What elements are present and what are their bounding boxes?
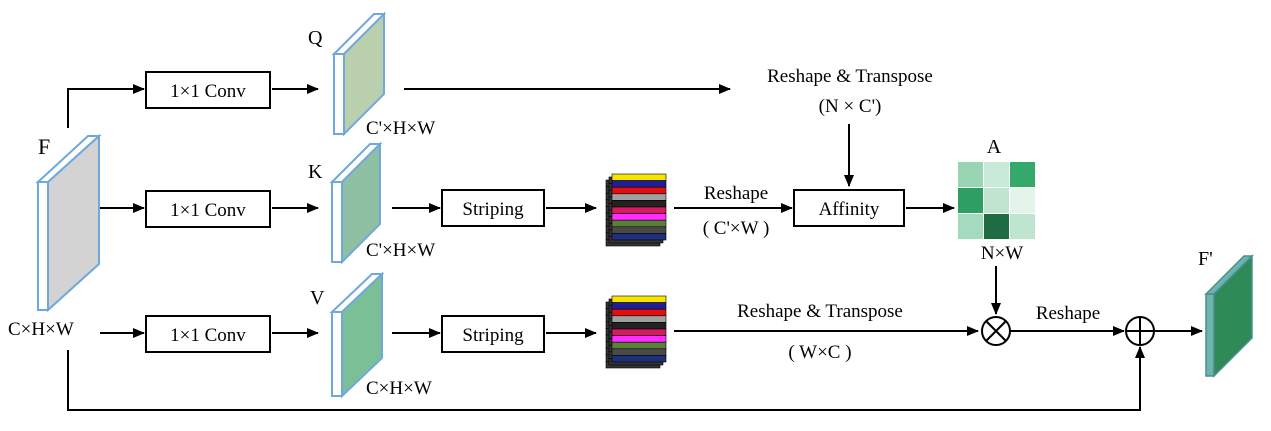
conv-q-label: 1×1 Conv — [170, 81, 246, 102]
stripe — [611, 308, 667, 317]
reshape-out-label: Reshape — [1036, 303, 1100, 324]
striping-v-box — [441, 315, 545, 353]
reshape-transpose-v-label: Reshape & Transpose — [737, 301, 903, 322]
affinity-box — [793, 189, 905, 227]
f-side — [37, 181, 49, 311]
conv-q-box — [145, 71, 271, 109]
stripe — [611, 322, 667, 330]
k-dims-label: C'×H×W — [366, 240, 435, 261]
reshape-transpose-v-dims: ( W×C ) — [788, 342, 851, 363]
feature-map-v — [329, 271, 385, 399]
conv-v-label: 1×1 Conv — [170, 325, 246, 346]
stripe — [611, 213, 667, 221]
conv-k-box — [145, 190, 271, 228]
feature-map-f-out — [1204, 254, 1254, 378]
f-out-label: F' — [1198, 248, 1213, 270]
stripe — [611, 315, 667, 323]
stripe — [611, 233, 667, 241]
striping-k-label: Striping — [462, 199, 524, 220]
feature-map-q — [331, 11, 387, 137]
k-label: K — [308, 161, 323, 183]
striping-k-box — [441, 189, 545, 227]
affinity-cell — [984, 162, 1009, 187]
reshape-transpose-top-label: Reshape & Transpose — [767, 66, 933, 87]
affinity-cell — [958, 162, 983, 187]
conv-k-label: 1×1 Conv — [170, 200, 246, 221]
stripes-k — [605, 173, 667, 247]
stripe — [611, 302, 667, 310]
a-label: A — [987, 136, 1002, 158]
f-front — [47, 133, 100, 313]
stripes-v — [605, 295, 667, 369]
affinity-matrix — [958, 162, 1035, 239]
stripe — [611, 206, 667, 214]
affinity-cell — [1010, 188, 1035, 213]
stripe — [611, 186, 667, 195]
stripe — [611, 335, 667, 343]
reshape-k-dims: ( C'×W ) — [703, 218, 770, 239]
affinity-cell — [1010, 162, 1035, 187]
stripe — [611, 355, 667, 363]
affinity-cell — [958, 214, 983, 239]
a-dims-label: N×W — [981, 243, 1023, 264]
stripe — [611, 193, 667, 201]
f-to-conv-q-arrow — [67, 84, 145, 128]
feature-map-f — [35, 133, 102, 313]
affinity-cell — [958, 188, 983, 213]
affinity-cell — [984, 188, 1009, 213]
circled-plus-icon — [1125, 316, 1155, 346]
q-dims-label: C'×H×W — [366, 118, 435, 139]
affinity-label: Affinity — [819, 199, 880, 220]
residual-arrow — [67, 346, 1145, 411]
stripe — [611, 348, 667, 356]
stripe — [611, 219, 667, 228]
circled-times-icon — [981, 316, 1011, 346]
v-dims-label: C×H×W — [366, 378, 432, 399]
v-label: V — [310, 287, 325, 309]
f-dims-label: C×H×W — [8, 319, 74, 340]
f-label: F — [38, 134, 50, 159]
stripe — [611, 200, 667, 208]
stripe — [611, 341, 667, 350]
stripe — [611, 226, 667, 234]
feature-map-k — [329, 141, 383, 265]
stripe — [611, 180, 667, 188]
reshape-k-label: Reshape — [704, 183, 768, 204]
affinity-cell — [1010, 214, 1035, 239]
reshape-transpose-top-dims: (N × C') — [819, 96, 882, 117]
stripe — [611, 173, 667, 181]
affinity-cell — [984, 214, 1009, 239]
stripe — [611, 295, 667, 303]
q-label: Q — [308, 27, 323, 49]
conv-v-box — [145, 315, 271, 353]
stripe — [611, 328, 667, 336]
striping-v-label: Striping — [462, 325, 524, 346]
